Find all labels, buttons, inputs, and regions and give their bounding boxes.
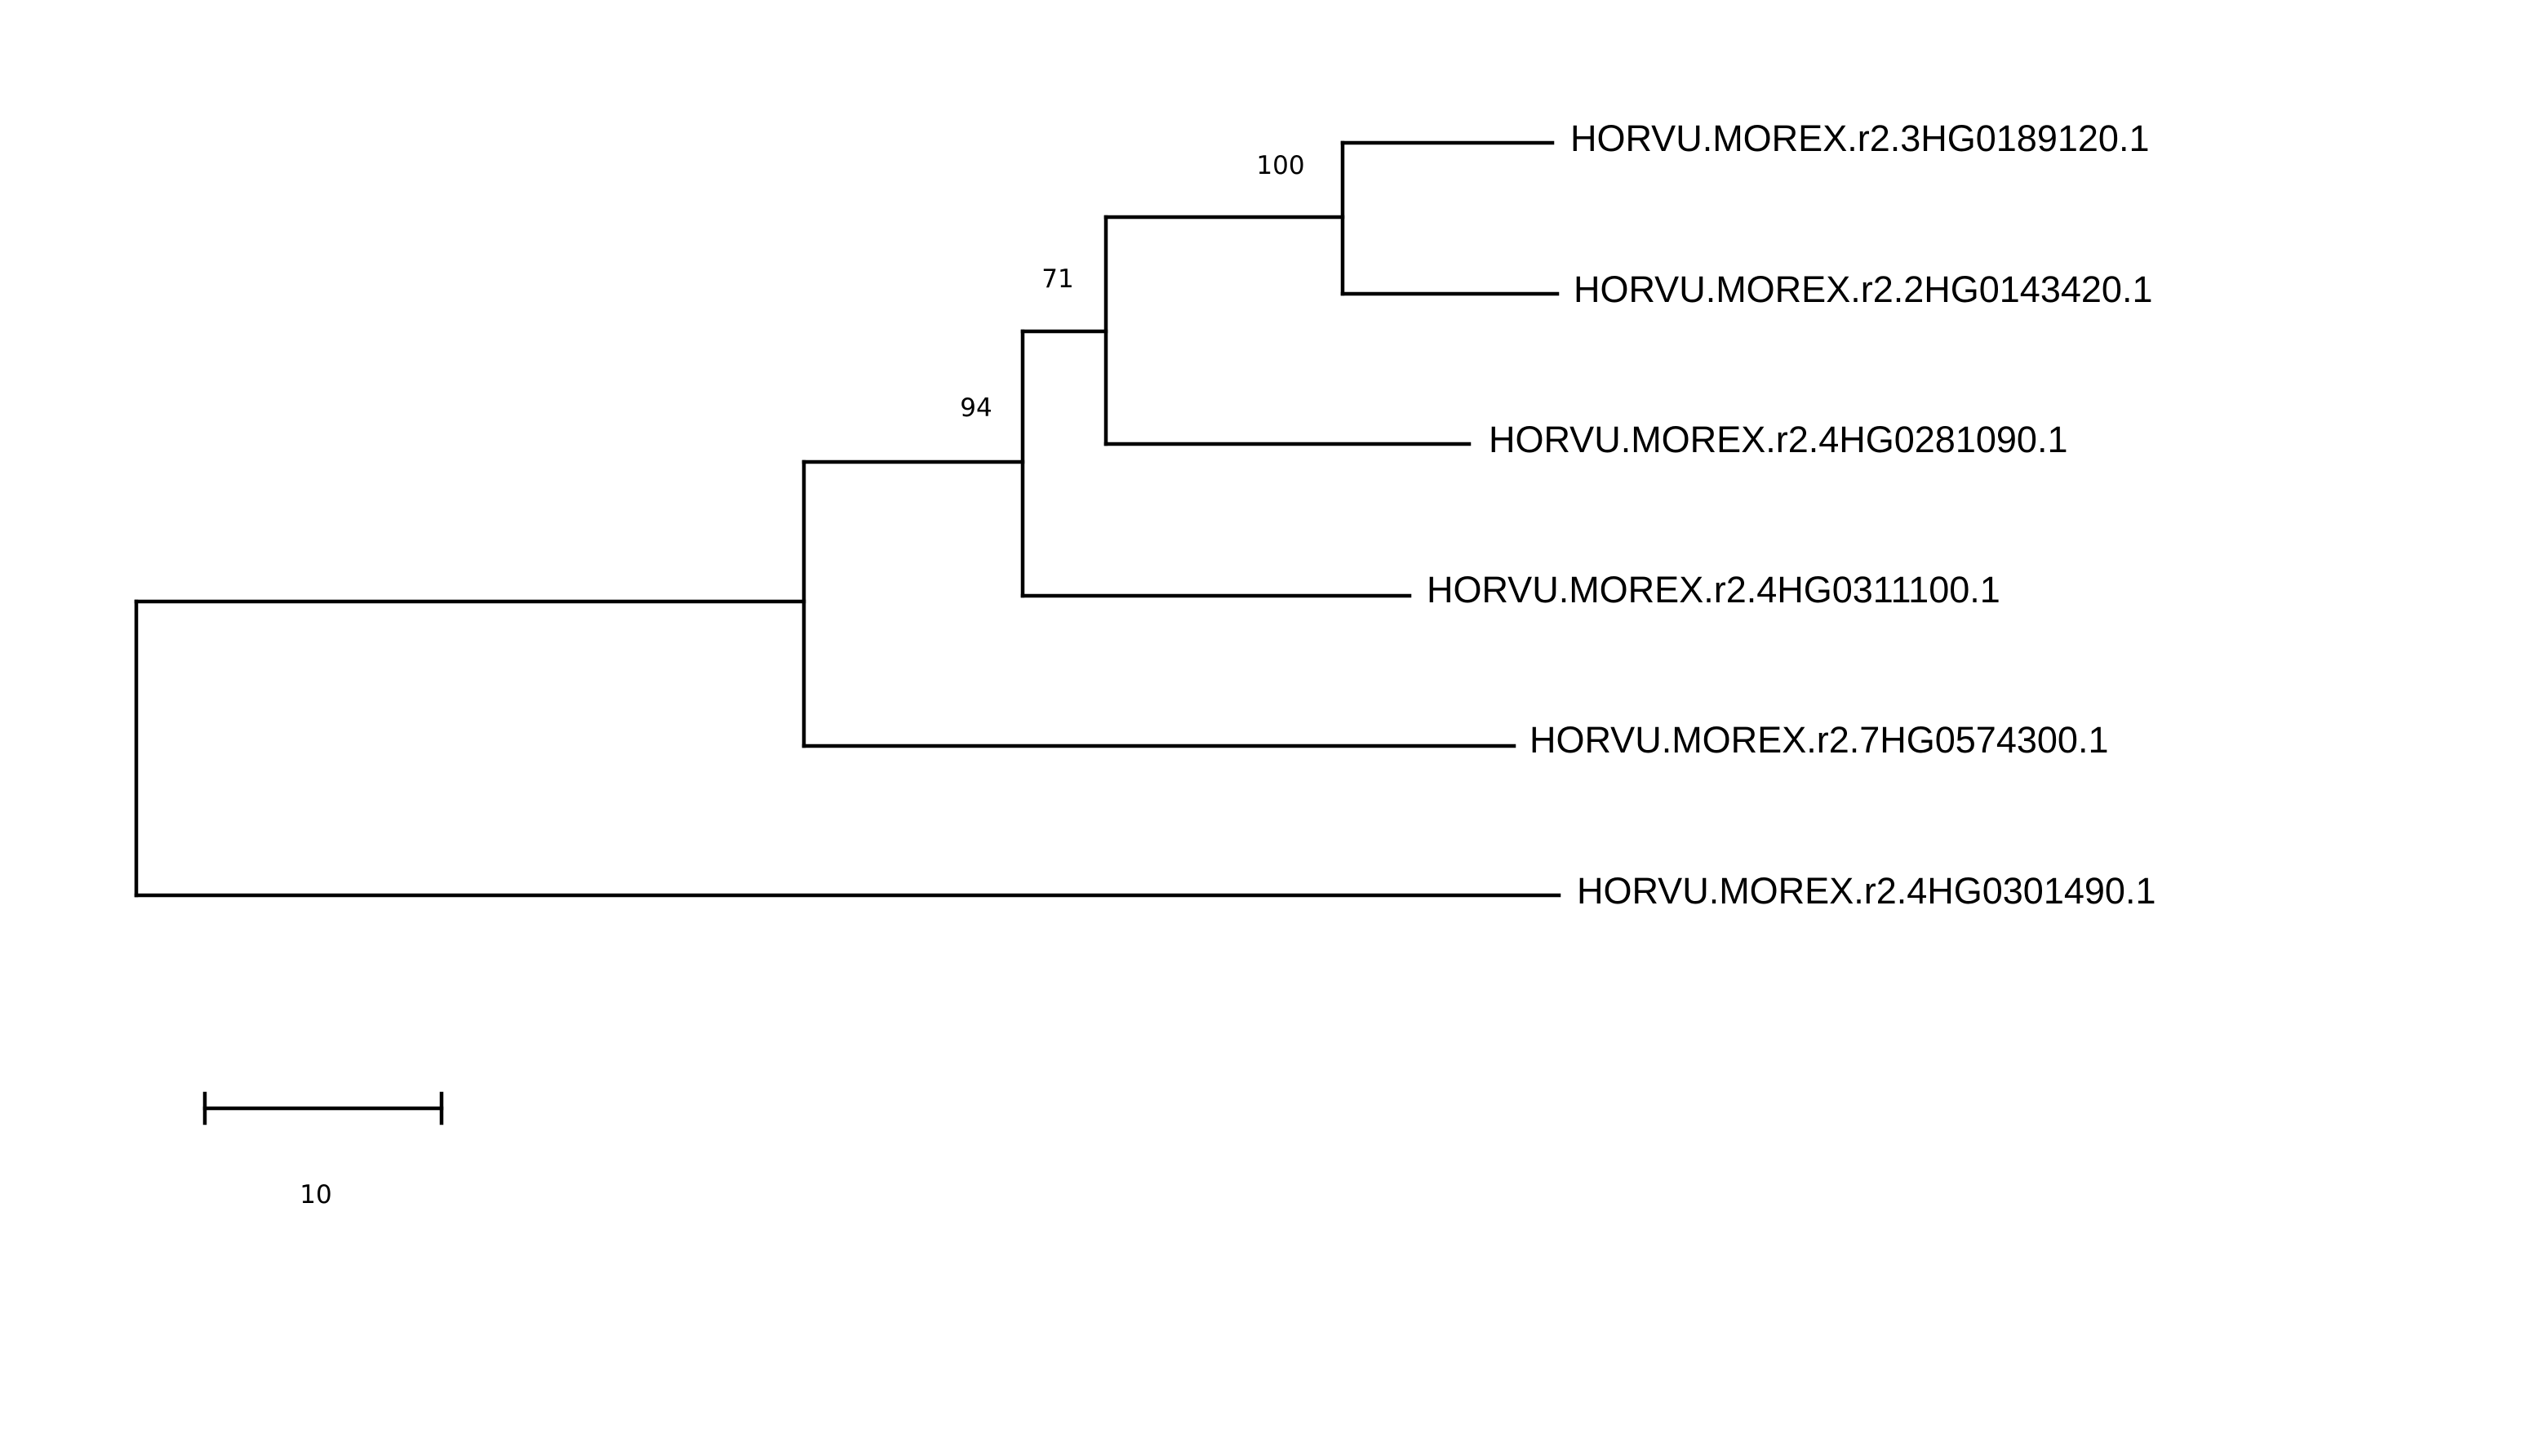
- leaf-label-4HG0311100: HORVU.MOREX.r2.4HG0311100.1: [1427, 569, 2000, 610]
- leaf-label-4HG0301490: HORVU.MOREX.r2.4HG0301490.1: [1577, 870, 2156, 912]
- leaf-label-7HG0574300: HORVU.MOREX.r2.7HG0574300.1: [1530, 719, 2108, 761]
- bootstrap-value-94: 94: [960, 393, 992, 423]
- bootstrap-value-100: 100: [1256, 151, 1304, 180]
- leaf-labels: HORVU.MOREX.r2.3HG0189120.1 HORVU.MOREX.…: [1427, 118, 2156, 912]
- bootstrap-values: 100 71 94: [960, 151, 1304, 423]
- scale-bar-label: 10: [300, 1180, 331, 1210]
- leaf-label-2HG0143420: HORVU.MOREX.r2.2HG0143420.1: [1574, 269, 2152, 310]
- scale-bar: 10: [202, 1091, 444, 1210]
- leaf-label-3HG0189120: HORVU.MOREX.r2.3HG0189120.1: [1570, 118, 2149, 159]
- tree-branches: [134, 140, 1561, 898]
- leaf-label-4HG0281090: HORVU.MOREX.r2.4HG0281090.1: [1489, 419, 2067, 460]
- bootstrap-value-71: 71: [1041, 264, 1073, 294]
